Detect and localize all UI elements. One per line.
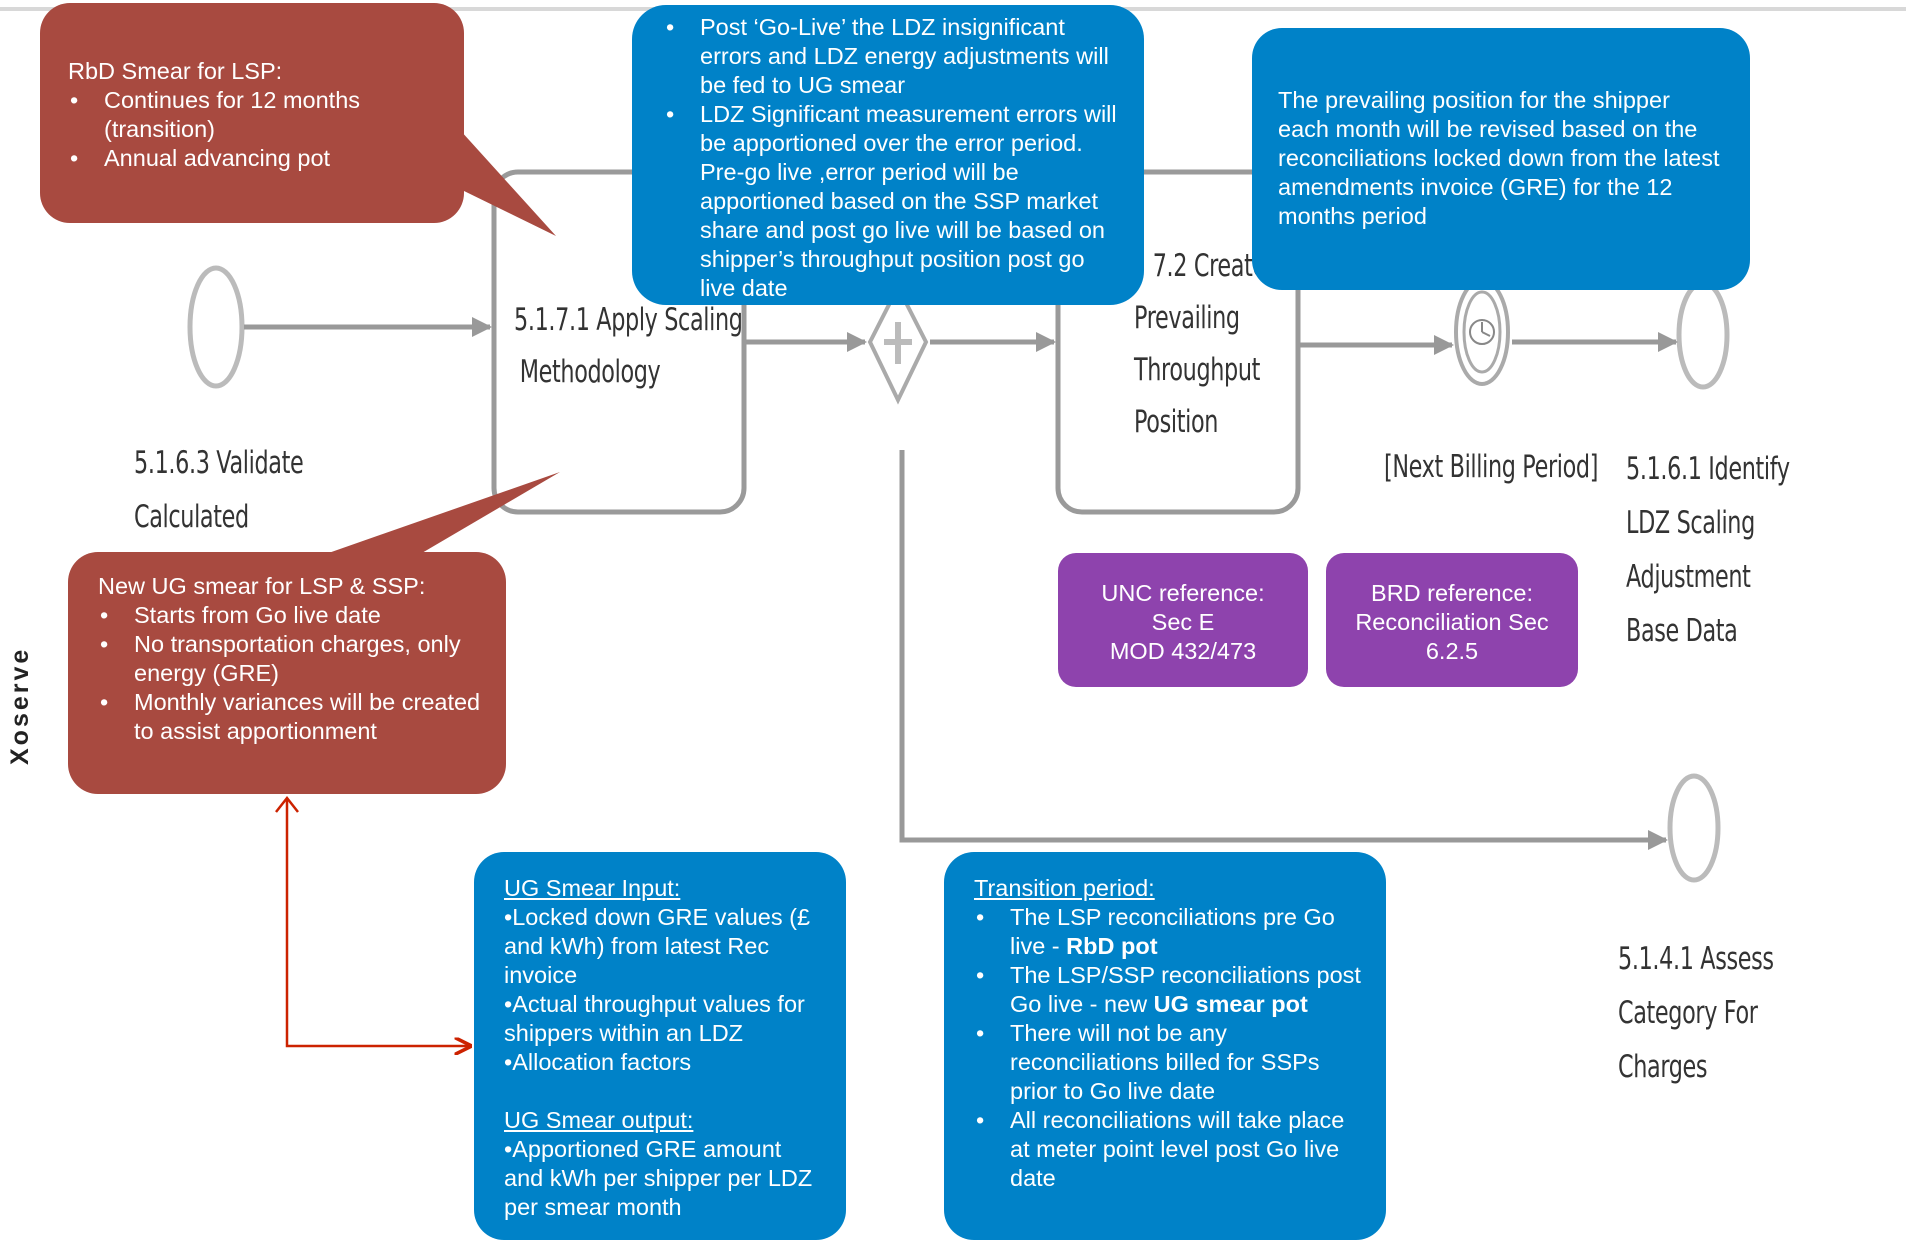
brd-reference-line: 6.2.5 <box>1425 638 1479 664</box>
transition-item-bold: UG smear pot <box>1153 991 1308 1017</box>
ug-callout-pointer <box>320 472 560 560</box>
end1-label-line: Adjustment <box>1626 559 1751 595</box>
transition-item-text: The LSP reconciliations pre Go live - <box>1010 904 1335 959</box>
unc-reference-box: UNC reference: Sec E MOD 432/473 <box>1058 553 1308 687</box>
transition-item: The LSP/SSP reconciliations post Go live… <box>974 961 1362 1019</box>
ug-smear-callout-title: New UG smear for LSP & SSP: <box>98 573 426 599</box>
golive-callout-list: Post ‘Go-Live’ the LDZ insignificant err… <box>664 13 1122 303</box>
unc-reference-line: UNC reference: <box>1101 580 1265 606</box>
transition-item-text: The LSP/SSP reconciliations post Go live… <box>1010 962 1361 1017</box>
start-label-line: Calculated <box>134 499 249 535</box>
red-connector-head <box>275 795 299 813</box>
task1-label: 5.1.7.1 Apply Scaling Methodology <box>514 294 743 398</box>
rbd-callout-list: Continues for 12 months (transition) Ann… <box>68 86 438 173</box>
brand-logo: Xoserve <box>6 646 34 765</box>
end-event-assess[interactable] <box>1667 773 1721 883</box>
ug-smear-callout-item: No transportation charges, only energy (… <box>98 630 488 688</box>
golive-callout-item: Post ‘Go-Live’ the LDZ insignificant err… <box>664 13 1122 100</box>
transition-list: The LSP reconciliations pre Go live - Rb… <box>974 903 1362 1193</box>
task1-label-line: Methodology <box>519 354 661 390</box>
task2-label-line: Prevailing <box>1134 300 1240 336</box>
end2-label-line: Charges <box>1618 1049 1708 1085</box>
ug-input-item: •Locked down GRE values (£ and kWh) from… <box>504 904 811 988</box>
ug-smear-callout-list: Starts from Go live date No transportati… <box>98 601 488 746</box>
start-label-line: 5.1.6.3 Validate <box>134 445 304 481</box>
transition-item-text: There will not be any reconciliations bi… <box>1010 1020 1320 1104</box>
transition-item: The LSP reconciliations pre Go live - Rb… <box>974 903 1362 961</box>
rbd-callout-item: Continues for 12 months (transition) <box>68 86 438 144</box>
rbd-callout-pointer <box>460 130 556 236</box>
ug-io-spacer <box>504 1077 826 1106</box>
brd-reference-line: Reconciliation Sec <box>1355 609 1549 635</box>
end-event-identify[interactable] <box>1676 280 1730 390</box>
ug-io-callout: UG Smear Input: •Locked down GRE values … <box>474 852 846 1240</box>
unc-reference-line: Sec E <box>1151 609 1215 635</box>
timer-event[interactable] <box>1454 278 1510 386</box>
prevailing-callout-text: The prevailing position for the shipper … <box>1278 87 1720 229</box>
rbd-callout-title: RbD Smear for LSP: <box>68 58 283 84</box>
task2-label-line: Throughput <box>1134 352 1261 388</box>
task1-label-line: 5.1.7.1 Apply Scaling <box>514 302 743 338</box>
prevailing-callout: The prevailing position for the shipper … <box>1252 28 1750 290</box>
ug-input-item: •Allocation factors <box>504 1049 692 1075</box>
ug-input-title: UG Smear Input: <box>504 875 681 901</box>
transition-item: There will not be any reconciliations bi… <box>974 1019 1362 1106</box>
rbd-callout: RbD Smear for LSP: Continues for 12 mont… <box>40 3 464 223</box>
ug-smear-callout-item: Monthly variances will be created to ass… <box>98 688 488 746</box>
end2-label-line: Category For <box>1618 995 1758 1031</box>
transition-item-bold: RbD pot <box>1066 933 1158 959</box>
end1-label: 5.1.6.1 Identify LDZ Scaling Adjustment … <box>1626 442 1790 658</box>
unc-reference-line: MOD 432/473 <box>1109 638 1257 664</box>
brd-reference-line: BRD reference: <box>1371 580 1533 606</box>
ug-input-item: •Actual throughput values for shippers w… <box>504 991 805 1046</box>
task2-label: 7.2 Create Prevailing Throughput Positio… <box>1134 240 1266 448</box>
transition-item: All reconciliations will take place at m… <box>974 1106 1362 1193</box>
ug-output-item: •Apportioned GRE amount and kWh per ship… <box>504 1136 813 1220</box>
ug-smear-callout: New UG smear for LSP & SSP: Starts from … <box>68 552 506 794</box>
end1-label-line: Base Data <box>1626 613 1738 649</box>
transition-callout: Transition period: The LSP reconciliatio… <box>944 852 1386 1240</box>
end2-label-line: 5.1.4.1 Assess <box>1618 941 1774 977</box>
brd-reference-box: BRD reference: Reconciliation Sec 6.2.5 <box>1326 553 1578 687</box>
end1-label-line: LDZ Scaling <box>1626 505 1755 541</box>
golive-callout: Post ‘Go-Live’ the LDZ insignificant err… <box>632 5 1144 305</box>
transition-item-text: All reconciliations will take place at m… <box>1010 1107 1345 1191</box>
flow-gateway-end2 <box>899 450 1668 850</box>
red-connector <box>285 798 470 1046</box>
ug-output-title: UG Smear output: <box>504 1107 694 1133</box>
start-label: 5.1.6.3 Validate Calculated <box>134 436 304 544</box>
end2-label: 5.1.4.1 Assess Category For Charges <box>1618 932 1774 1094</box>
timer-label: [Next Billing Period] <box>1384 449 1599 485</box>
ug-smear-callout-item: Starts from Go live date <box>98 601 488 630</box>
start-event[interactable] <box>187 265 245 389</box>
parallel-gateway[interactable] <box>867 282 929 405</box>
golive-callout-item: LDZ Significant measurement errors will … <box>664 100 1122 303</box>
rbd-callout-item: Annual advancing pot <box>68 144 438 173</box>
task2-label-line: 7.2 Create <box>1152 248 1267 284</box>
task2-label-line: Position <box>1134 404 1219 440</box>
transition-title: Transition period: <box>974 875 1155 901</box>
end1-label-line: 5.1.6.1 Identify <box>1626 451 1790 487</box>
